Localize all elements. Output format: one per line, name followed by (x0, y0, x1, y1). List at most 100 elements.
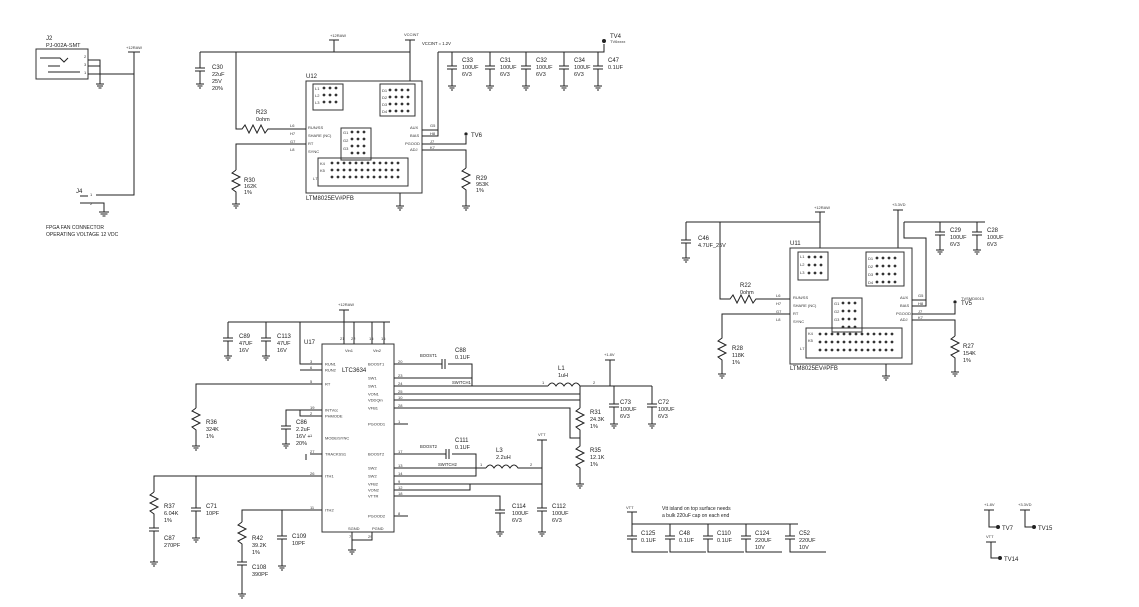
tv4-label: TV4 (610, 34, 622, 40)
bga-pin (384, 161, 388, 165)
c88-ref: C88 (455, 348, 467, 354)
c29-voltage: 6V3 (950, 242, 960, 248)
bga-pin (342, 175, 346, 179)
c109-symbol (277, 535, 287, 571)
bga-pin (336, 168, 340, 172)
bga-pin (893, 280, 897, 284)
u17-right-pin-num: 12 (398, 485, 403, 490)
r29-symbol (460, 167, 472, 211)
u17-regulator-section: +12RAW C89 47UF 16V C113 47UF 16V U17 LT… (148, 302, 675, 599)
u17-right-pin-sig: SW1 (368, 376, 377, 381)
l1-ref: L1 (558, 366, 565, 372)
bga-pin (350, 137, 354, 141)
vccint-cap-value: 100UF (500, 65, 517, 71)
bga-pin (819, 255, 823, 259)
bga-pin (372, 161, 376, 165)
r36-symbol (190, 407, 202, 451)
r36-tol: 1% (206, 434, 214, 440)
vtt-cap-value: 220UF (755, 538, 772, 544)
r37-tol: 1% (164, 518, 172, 524)
c28-symbol (972, 222, 982, 255)
l3-ref: L3 (496, 448, 503, 454)
vtt-cap-voltage: 10V (799, 545, 809, 551)
bga-pin (819, 263, 823, 267)
bga-pin (390, 168, 394, 172)
bga-pin (878, 332, 882, 336)
u12-row-d4: D4 (382, 109, 388, 114)
bga-pin (360, 161, 364, 165)
bga-pin (330, 168, 334, 172)
c108-ref: C108 (252, 565, 267, 571)
u12-sig-runss: RUN/SS (308, 125, 323, 130)
bga-pin (388, 95, 392, 99)
j2-body (35, 48, 89, 80)
u12-body (305, 80, 423, 194)
c108-value: 390PF (252, 572, 269, 578)
bga-pin (328, 100, 332, 104)
c28-value: 100UF (987, 235, 1004, 241)
r28-value: 118K (732, 353, 745, 359)
c46-symbol (681, 222, 691, 263)
c114-voltage: 6V3 (512, 518, 522, 524)
u11-bga-K (805, 327, 903, 359)
bga-pin (388, 109, 392, 113)
c30-tol: 20% (212, 86, 223, 92)
bga-pin (881, 256, 885, 260)
bga-pin (818, 340, 822, 344)
l3-symbol (485, 439, 547, 469)
u17-right-pin-num: 18 (398, 491, 403, 496)
u17-right-pin-num: 20 (398, 359, 403, 364)
u12-sig-rt: RT (308, 141, 314, 146)
bga-pin (807, 263, 811, 267)
u12-row-d2: D2 (382, 95, 388, 100)
j2-supply-label: +12RAW (126, 45, 142, 50)
bga-pin (366, 161, 370, 165)
u17-right-pin-sig: VFB2 (368, 482, 379, 487)
u12-row-l2: L2 (315, 93, 320, 98)
u12-row-k4: K4 (320, 161, 326, 166)
power-jack-section: J2 PJ-002A-SMT 2 3 1 +12RAW J4 1 2 FPGA … (35, 36, 142, 238)
u12-bga-pins (322, 86, 410, 179)
bga-pin (334, 100, 338, 104)
r23-value: 0ohm (256, 117, 270, 123)
u12-row-d3: D3 (382, 102, 388, 107)
tv15-dot (1032, 525, 1036, 529)
u17-left-wires-1 (195, 322, 322, 408)
bga-pin (330, 161, 334, 165)
tv7-rail: +1.8V (984, 502, 995, 507)
u17-right-pin-num: 8 (398, 511, 401, 516)
vtt-cap-value: 0.1UF (717, 538, 733, 544)
bga-pin (366, 175, 370, 179)
vccint-cap-ref: C31 (500, 58, 512, 64)
bga-pin (830, 340, 834, 344)
bga-pin (818, 348, 822, 352)
bga-pin (342, 161, 346, 165)
bga-pin (334, 86, 338, 90)
u12-ref: U12 (306, 74, 318, 80)
c72-ref: C72 (658, 400, 670, 406)
vccint-cap-voltage: 6V3 (462, 72, 472, 78)
u11-pin-k7: K7 (918, 315, 924, 320)
bga-pin (824, 348, 828, 352)
bga-pin (350, 130, 354, 134)
r29-ref: R29 (476, 176, 488, 182)
bga-pin (872, 332, 876, 336)
r30-symbol (230, 169, 242, 209)
j2-ref: J2 (46, 36, 53, 42)
u17-body (321, 343, 395, 533)
bga-pin (842, 332, 846, 336)
u12-row-g2: G2 (343, 138, 349, 143)
u11-ref: U11 (790, 241, 801, 247)
u17-right-pin-sig: SW2 (368, 466, 377, 471)
bga-pin (328, 86, 332, 90)
bga-pin (853, 309, 857, 313)
tv6-label: TV6 (471, 133, 483, 139)
u17-input-rail (228, 309, 390, 323)
bga-pin (406, 88, 410, 92)
c46-value: 4.7UF_25V (698, 243, 726, 249)
j4-ref: J4 (76, 189, 83, 195)
r31-r35-symbol (574, 407, 586, 489)
u11-pin-h7: H7 (776, 301, 782, 306)
u17-trackss (305, 453, 322, 460)
bga-pin (854, 332, 858, 336)
